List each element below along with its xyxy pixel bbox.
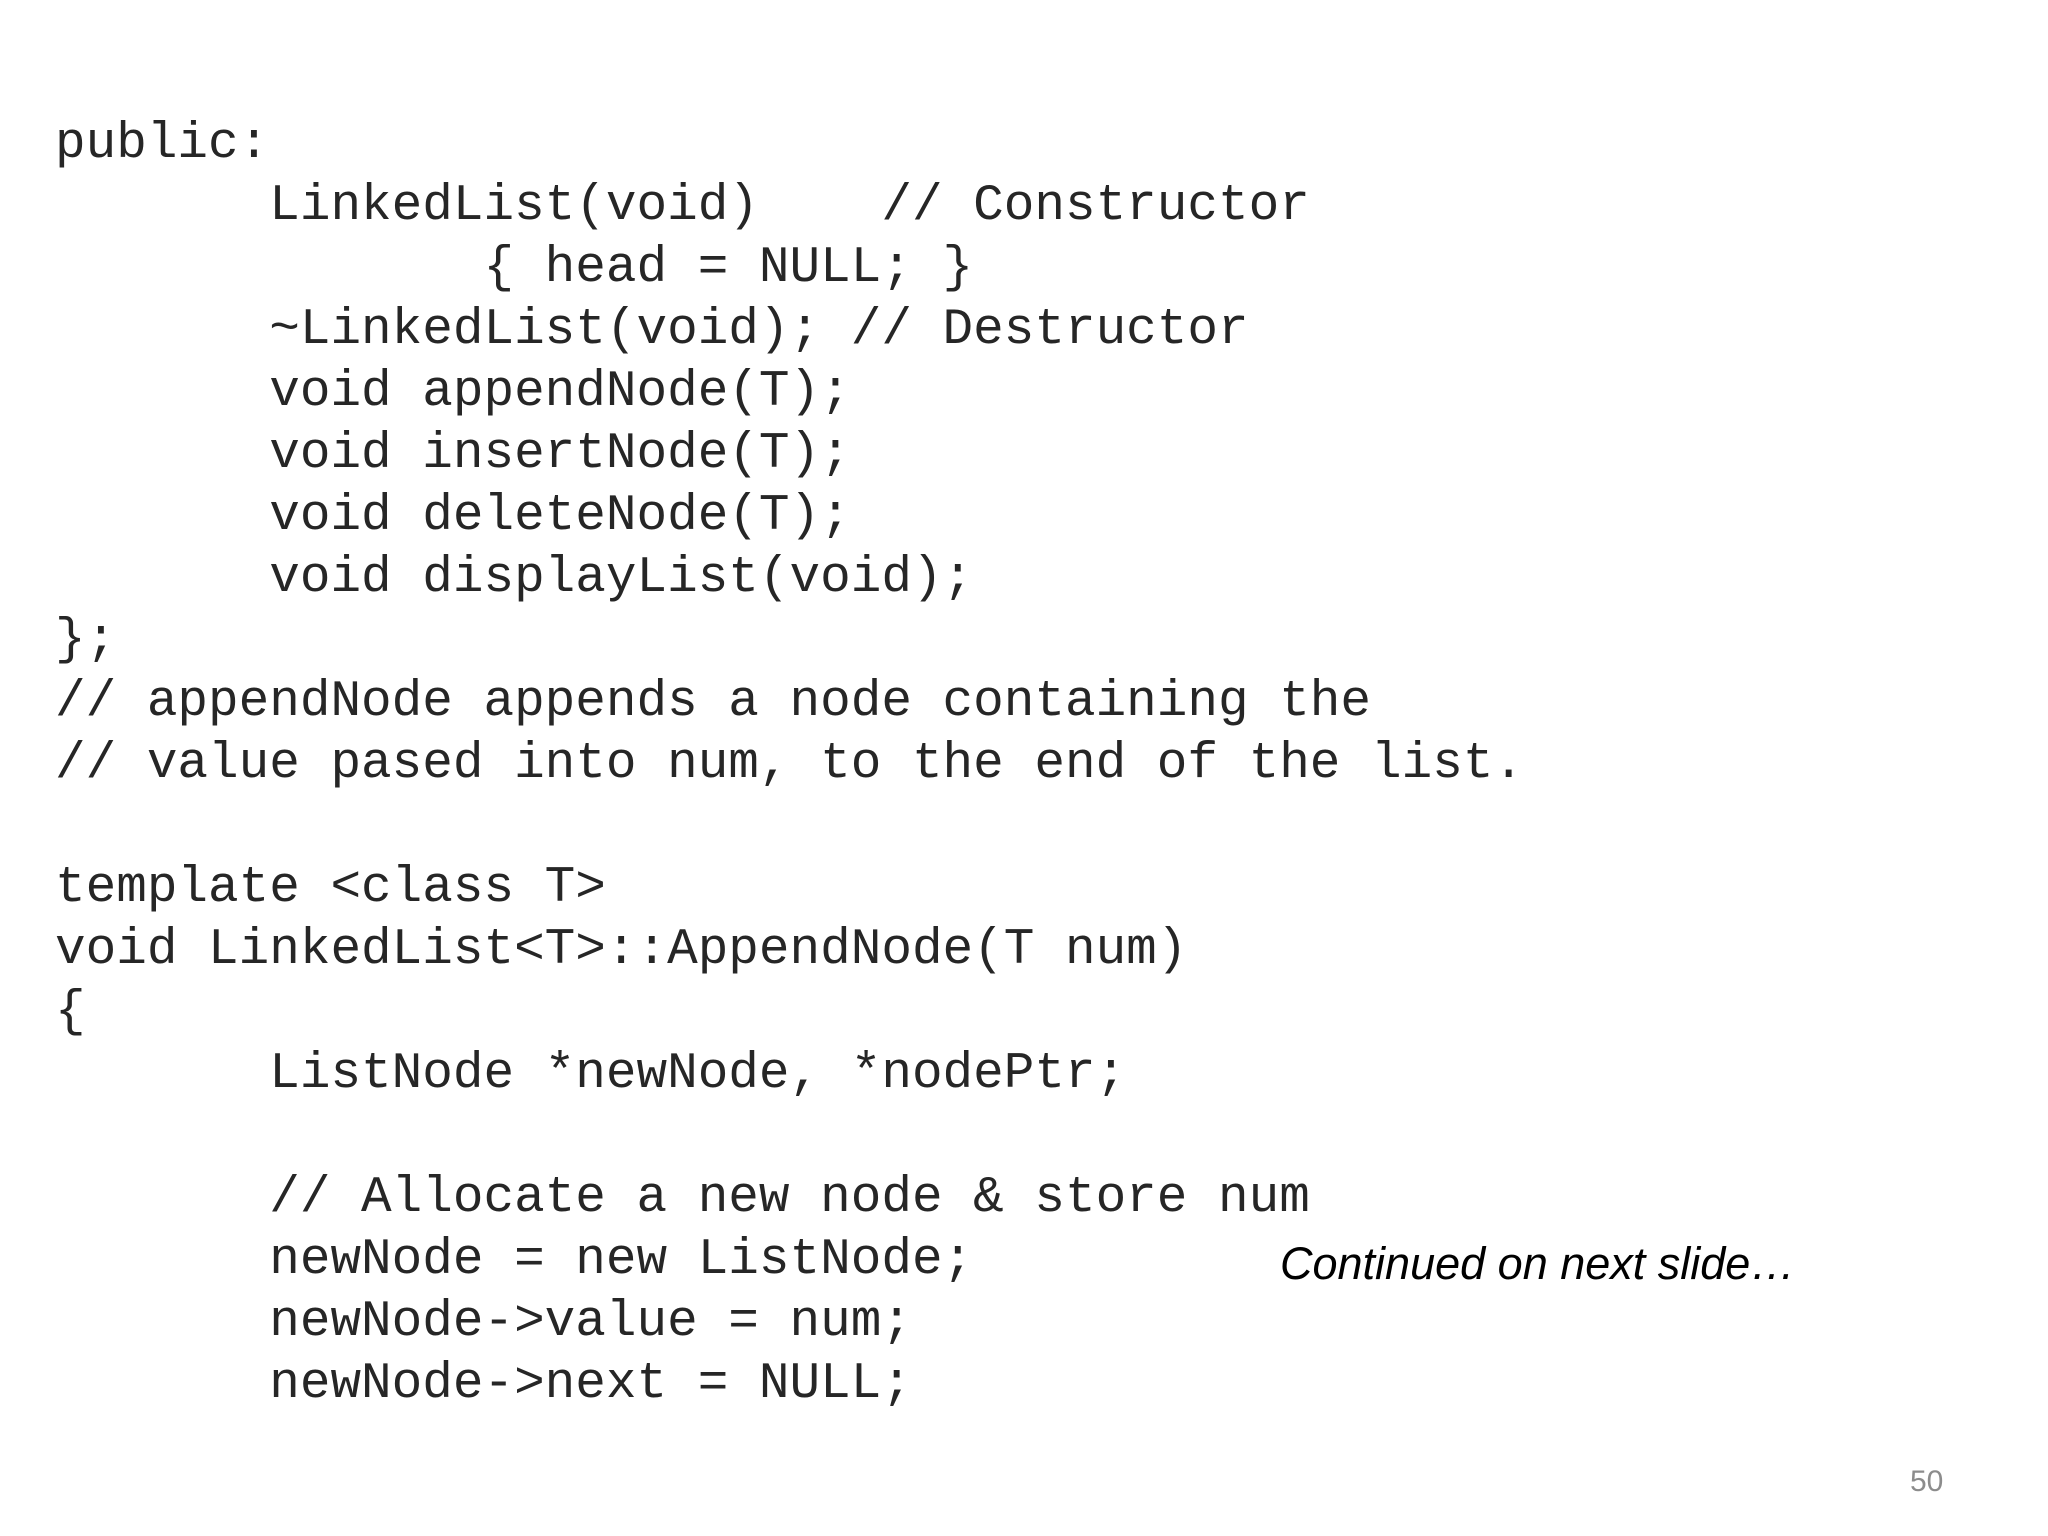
- continued-note: Continued on next slide…: [1280, 1238, 1796, 1289]
- code-line: [55, 1106, 1524, 1168]
- code-line: // appendNode appends a node containing …: [55, 674, 1372, 731]
- code-line: template <class T>: [55, 860, 606, 917]
- code-line: public:: [55, 116, 270, 173]
- code-line: void appendNode(T);: [55, 364, 851, 421]
- code-line: void displayList(void);: [55, 550, 974, 607]
- code-line: // Allocate a new node & store num: [55, 1170, 1310, 1227]
- code-line: void deleteNode(T);: [55, 488, 851, 545]
- code-listing: public: LinkedList(void) // Constructor …: [55, 114, 1524, 1416]
- code-line: ~LinkedList(void); // Destructor: [55, 302, 1249, 359]
- code-line: [55, 796, 1524, 858]
- code-line: {: [55, 984, 86, 1041]
- code-line: };: [55, 612, 117, 669]
- code-line: { head = NULL; }: [55, 240, 974, 297]
- code-line: ListNode *newNode, *nodePtr;: [55, 1046, 1127, 1103]
- slide-number: 50: [1910, 1465, 1944, 1498]
- code-line: // value pased into num, to the end of t…: [55, 736, 1525, 793]
- code-line: newNode->value = num;: [55, 1294, 912, 1351]
- code-line: void insertNode(T);: [55, 426, 851, 483]
- code-line: newNode = new ListNode;: [55, 1232, 974, 1289]
- code-line: LinkedList(void) // Constructor: [55, 178, 1310, 235]
- code-line: void LinkedList<T>::AppendNode(T num): [55, 922, 1188, 979]
- code-line: newNode->next = NULL;: [55, 1356, 912, 1413]
